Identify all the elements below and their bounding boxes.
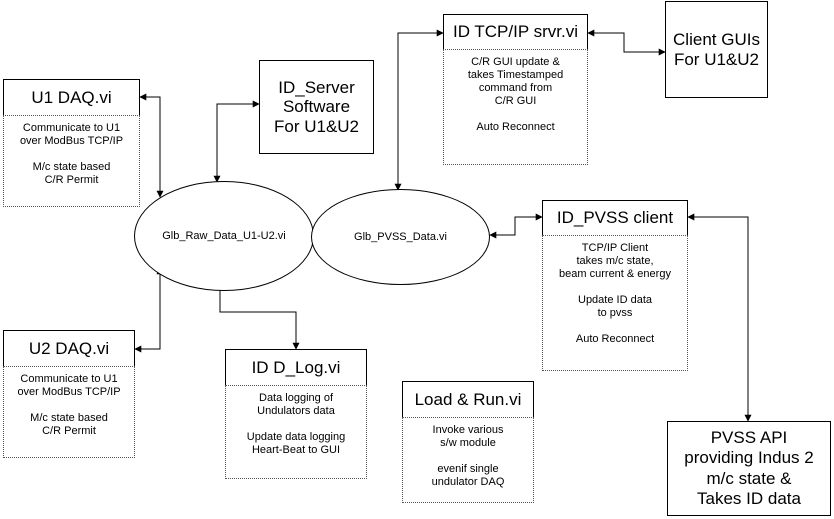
link-tcpip-clientguis [587,29,666,56]
u2-daq-block[interactable]: U2 DAQ.vi [3,330,135,367]
u2-daq-description: Communicate to U1 over ModBus TCP/IP M/c… [3,366,135,458]
load-run-title: Load & Run.vi [414,389,522,409]
pvss-api-block[interactable]: PVSS API providing Indus 2 m/c state & T… [667,421,831,516]
raw-data-global-ellipse[interactable]: Glb_Raw_Data_U1-U2.vi [134,181,314,291]
pvss-data-global-label: Glb_PVSS_Data.vi [354,231,447,243]
d-log-block[interactable]: ID D_Log.vi [225,349,367,386]
tcpip-server-title: ID TCP/IP srvr.vi [452,22,578,42]
load-run-description: Invoke various s/w module evenif single … [402,417,534,503]
tcpip-server-description: C/R GUI update & takes Timestamped comma… [443,49,588,165]
raw-data-global-label: Glb_Raw_Data_U1-U2.vi [162,230,286,242]
id-server-title: ID_Server Software For U1&U2 [273,77,360,136]
pvss-client-block[interactable]: ID_PVSS client [542,200,688,236]
link-u2daq-rawglobal [134,267,164,353]
u2-daq-title: U2 DAQ.vi [28,338,110,358]
pvss-client-title: ID_PVSS client [556,208,674,228]
u1-daq-title: U1 DAQ.vi [31,87,112,107]
link-tcpip-pvssglobal [394,29,444,191]
link-pvssclient-pvssapi [687,213,752,422]
link-u1daq-rawglobal [139,93,164,198]
u1-daq-block[interactable]: U1 DAQ.vi [3,79,140,116]
link-idserver-rawglobal [213,100,260,183]
d-log-description: Data logging of Undulators data Update d… [225,385,367,479]
u1-daq-description: Communicate to U1 over ModBus TCP/IP M/c… [3,115,140,207]
load-run-block[interactable]: Load & Run.vi [402,381,534,418]
pvss-client-description: TCP/IP Client takes m/c state, beam curr… [542,235,688,371]
link-dlog-rawglobal [216,280,300,350]
d-log-title: ID D_Log.vi [251,357,341,377]
client-guis-title: Client GUIs For U1&U2 [673,29,760,69]
client-guis-block[interactable]: Client GUIs For U1&U2 [665,1,768,98]
tcpip-server-block[interactable]: ID TCP/IP srvr.vi [443,14,588,50]
pvss-api-title: PVSS API providing Indus 2 m/c state & T… [684,427,814,508]
link-pvssclient-pvssglobal [489,213,543,239]
id-server-block[interactable]: ID_Server Software For U1&U2 [259,60,374,154]
pvss-data-global-ellipse[interactable]: Glb_PVSS_Data.vi [311,189,490,285]
